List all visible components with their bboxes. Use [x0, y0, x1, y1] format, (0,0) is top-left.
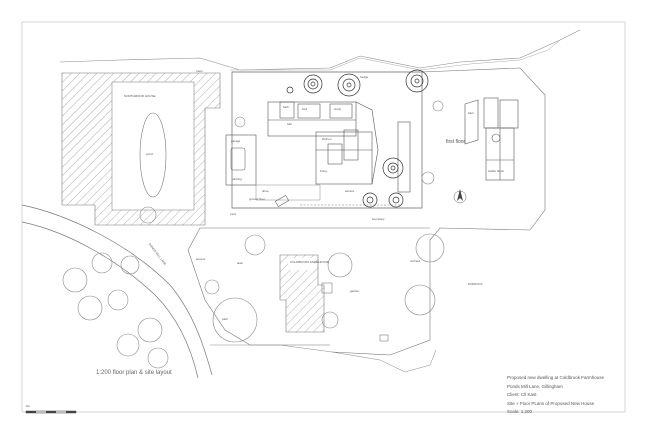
title-line-2: Ponds Mill Lane, Gillingham — [507, 383, 563, 389]
ground-floor-label: ground floor — [249, 197, 266, 201]
ponds-mill-lane-outer — [21, 204, 213, 376]
garage-car — [230, 147, 246, 171]
drawing-caption: 1:200 floor plan & site layout — [96, 370, 172, 376]
garage-label: garage — [231, 139, 241, 143]
terrace-label: terrace — [345, 189, 355, 193]
first-floor-plan — [464, 97, 519, 181]
coldbrook-farmhouse-title-box — [288, 258, 314, 270]
northmoor-house-courtyard — [111, 81, 195, 211]
title-line-1: Proposed new dwelling at Coldbrook Farmh… — [507, 375, 605, 380]
hedge-boundary-line — [230, 39, 561, 71]
study-label: study — [334, 107, 342, 111]
field-boundary-line — [59, 29, 581, 71]
title-block: Proposed new dwelling at Coldbrook Farmh… — [507, 375, 605, 415]
paddock-label: PADDOCK — [468, 282, 483, 286]
north-arrow-icon — [453, 189, 467, 204]
garden-label: garden — [350, 289, 360, 293]
stable-block-label: stable block — [488, 169, 504, 173]
title-line-3: Client: Cll Kast — [507, 392, 537, 397]
coldbrook-farmhouse-hatched — [279, 254, 325, 333]
yard-label: yard — [230, 212, 236, 216]
garage-outline — [225, 134, 257, 186]
south-boundary — [210, 344, 437, 373]
bed-label: bed — [302, 107, 308, 111]
path-label: path — [222, 317, 228, 321]
trees-light — [62, 100, 445, 369]
outbuilding-1 — [321, 282, 333, 294]
site-boundary — [231, 71, 423, 209]
coldbrook-farmhouse-label: COLDBROOK FARMHOUSE — [290, 260, 330, 264]
trees-dark — [286, 69, 429, 208]
drive-label: drive — [262, 189, 269, 193]
scale-bar-label: 0m — [26, 404, 31, 408]
living-label: living — [320, 169, 327, 173]
boundary-label: boundary — [372, 217, 385, 221]
title-line-4: Site + Floor PLans of Proposed New House — [507, 400, 595, 406]
first-floor-label: first floor — [446, 139, 466, 145]
bath-label: bath — [283, 105, 289, 109]
paddock-boundary — [331, 67, 546, 356]
kitchen-label: kitchen — [322, 137, 332, 141]
parking-label: parking — [232, 177, 242, 181]
title-line-5: Scale: 1:200 — [507, 409, 533, 414]
trees-label: trees — [196, 69, 203, 73]
lawn-label: lawn — [237, 261, 244, 265]
northmoor-house-label: NORTHMOOR HOUSE — [124, 94, 156, 98]
pond-label: pond — [146, 152, 153, 156]
scale-bar — [25, 410, 77, 414]
hall-label: hall — [287, 122, 292, 126]
parked-car — [274, 195, 290, 207]
driveway — [255, 184, 321, 201]
sheet-border — [21, 21, 626, 413]
hedge-label: hedge — [360, 75, 369, 79]
orchard-label: orchard — [410, 259, 421, 263]
proposed-house-plan — [267, 101, 411, 193]
access-label: access — [196, 257, 206, 261]
courtyard-oval-lawn — [139, 112, 167, 198]
ponds-mill-lane-inner — [21, 221, 199, 379]
outbuilding-2 — [379, 334, 389, 342]
barn-label: barn — [468, 111, 475, 115]
